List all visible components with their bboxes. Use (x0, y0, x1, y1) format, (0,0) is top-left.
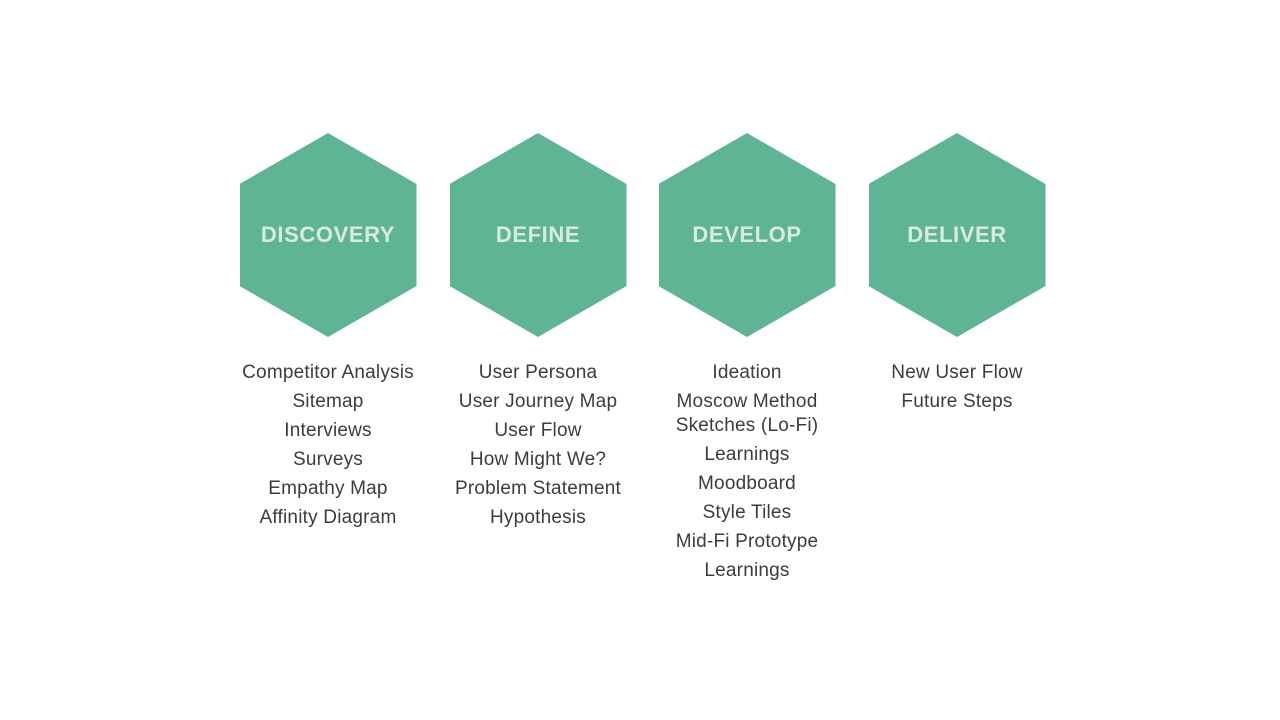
phase-column-discovery: DISCOVERY Competitor Analysis Sitemap In… (208, 133, 448, 532)
list-item: Learnings (704, 559, 790, 581)
phase-label-develop: DEVELOP (692, 222, 802, 247)
list-item: Problem Statement (454, 477, 622, 499)
discovery-method-list: Competitor Analysis Sitemap Interviews S… (208, 358, 448, 532)
discovery-hexagon: DISCOVERY (239, 133, 417, 337)
phase-label-discovery: DISCOVERY (260, 222, 396, 247)
list-item: User Persona (478, 361, 598, 383)
phase-column-develop: DEVELOP Ideation Moscow Method Sketches … (627, 133, 867, 585)
list-item: Moodboard (698, 472, 796, 494)
list-item: Mid-Fi Prototype (675, 530, 819, 552)
deliver-method-list: New User Flow Future Steps (837, 358, 1077, 416)
phase-column-deliver: DELIVER New User Flow Future Steps (837, 133, 1077, 416)
list-item: Sitemap (292, 390, 364, 412)
define-hexagon: DEFINE (449, 133, 627, 337)
list-item: Affinity Diagram (259, 506, 397, 528)
list-item: Ideation (712, 361, 782, 383)
list-item: Interviews (284, 419, 372, 441)
list-item: How Might We? (469, 448, 607, 470)
list-item: Moscow Method Sketches (Lo-Fi) (675, 390, 819, 436)
deliver-hexagon: DELIVER (868, 133, 1046, 337)
list-item: Empathy Map (268, 477, 388, 499)
list-item: New User Flow (891, 361, 1023, 383)
list-item: Hypothesis (490, 506, 586, 528)
develop-hexagon: DEVELOP (658, 133, 836, 337)
phase-label-deliver: DELIVER (907, 222, 1007, 247)
develop-method-list: Ideation Moscow Method Sketches (Lo-Fi) … (627, 358, 867, 585)
list-item: Competitor Analysis (242, 361, 414, 383)
list-item: Learnings (704, 443, 790, 465)
list-item: User Journey Map (458, 390, 618, 412)
list-item: Style Tiles (702, 501, 792, 523)
phase-column-define: DEFINE User Persona User Journey Map Use… (418, 133, 658, 532)
define-method-list: User Persona User Journey Map User Flow … (418, 358, 658, 532)
list-item: User Flow (494, 419, 582, 441)
phase-label-define: DEFINE (495, 222, 581, 247)
list-item: Future Steps (901, 390, 1013, 412)
list-item: Surveys (292, 448, 364, 470)
